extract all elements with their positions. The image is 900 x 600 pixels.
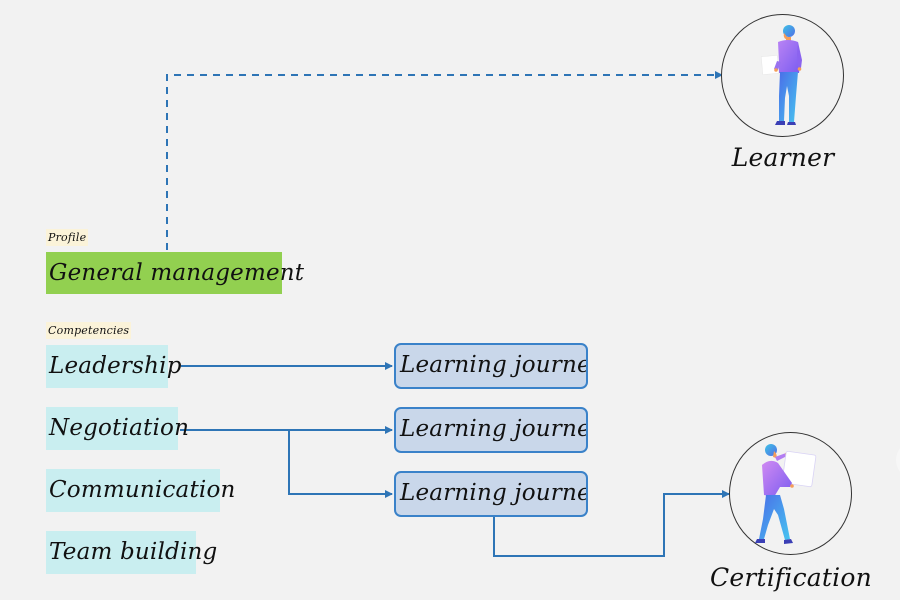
connector-profile-to-learner xyxy=(166,71,723,250)
competency-negotiation[interactable]: Negotiation xyxy=(46,407,189,450)
connector-journey-3-to-certification xyxy=(493,490,730,557)
certification-label: Certification xyxy=(710,563,872,592)
person-carrying-certificate-icon xyxy=(755,444,817,544)
competency-communication[interactable]: Communication xyxy=(46,469,235,512)
learner-person-icon xyxy=(760,25,802,125)
certification-node[interactable] xyxy=(729,432,852,555)
learning-journey-1[interactable]: Learning journey xyxy=(394,343,588,389)
learner-node[interactable] xyxy=(721,14,844,137)
competency-leadership[interactable]: Leadership xyxy=(46,345,181,388)
learning-journey-2[interactable]: Learning journey xyxy=(394,407,588,453)
competency-team-building[interactable]: Team building xyxy=(46,531,217,574)
learner-label: Learner xyxy=(731,143,835,172)
profile-tag: Profile xyxy=(46,229,89,246)
learning-journey-3[interactable]: Learning journey xyxy=(394,471,588,517)
decorative-shape xyxy=(896,440,900,480)
competencies-tag: Competencies xyxy=(46,322,132,339)
profile-box[interactable]: General management xyxy=(46,252,304,294)
connector-negotiation-to-journey-3 xyxy=(288,430,393,498)
